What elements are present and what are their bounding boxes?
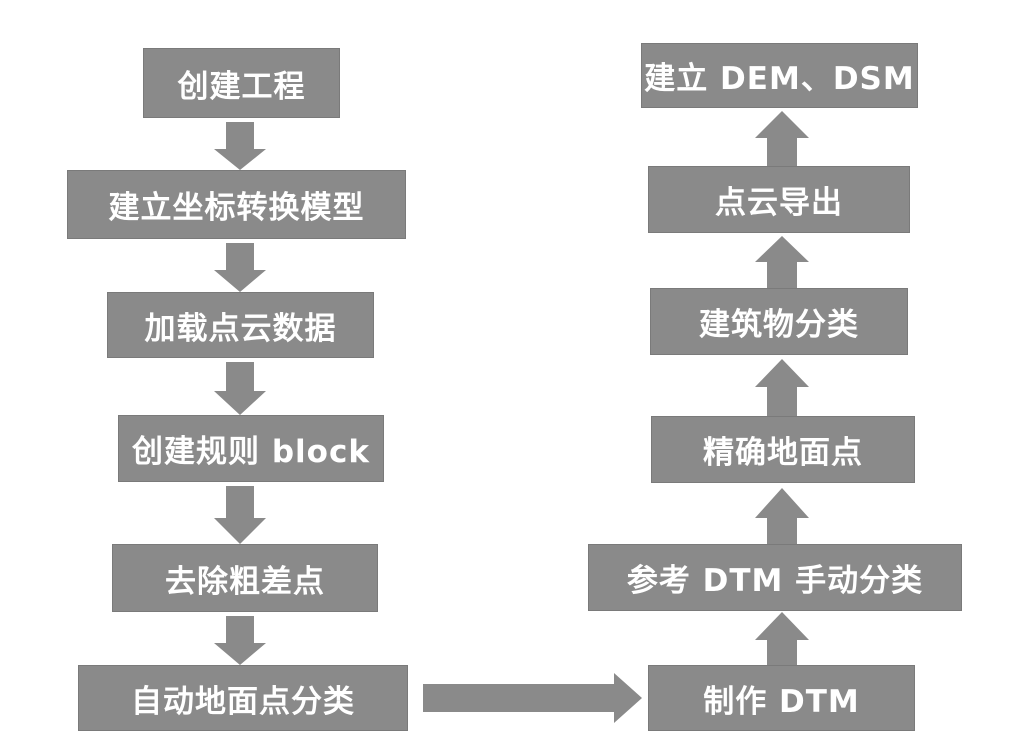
arrow-up-1 [755,612,809,665]
step-make-dtm: 制作 DTM [648,665,915,731]
step-precise-ground-points: 精确地面点 [651,416,915,483]
arrow-up-2 [755,488,809,544]
step-build-coordinate-model: 建立坐标转换模型 [67,170,406,239]
arrow-down-1 [214,122,266,170]
step-create-project: 创建工程 [143,48,340,118]
step-building-classification: 建筑物分类 [650,288,908,355]
arrow-up-3 [755,359,809,416]
arrow-down-2 [214,243,266,292]
step-create-block: 创建规则 block [118,415,384,482]
step-manual-classification-ref-dtm: 参考 DTM 手动分类 [588,544,962,611]
step-load-point-cloud: 加载点云数据 [107,292,374,358]
arrow-down-4 [214,486,266,544]
arrow-up-4 [755,236,809,288]
step-remove-outliers: 去除粗差点 [112,544,378,612]
step-auto-ground-classification: 自动地面点分类 [78,665,408,731]
arrow-down-3 [214,362,266,415]
arrow-right [423,673,642,723]
arrow-up-5 [755,111,809,166]
step-point-cloud-export: 点云导出 [648,166,910,233]
step-build-dem-dsm: 建立 DEM、DSM [641,43,918,108]
arrow-down-5 [214,616,266,665]
